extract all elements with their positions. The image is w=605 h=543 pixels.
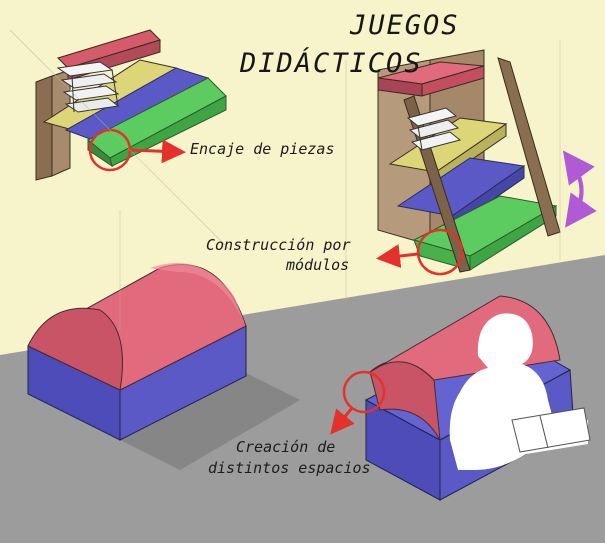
arch-module-right [364, 295, 591, 501]
construction-lines [9, 29, 561, 330]
rotation-arrow-icon [562, 150, 597, 228]
annotation-construccion-line-1: Construcción por [206, 236, 351, 254]
marker-creacion [330, 370, 386, 435]
arch-module-left [27, 262, 300, 470]
title-line-1: JUEGOS [350, 10, 460, 41]
marker-construccion [376, 228, 464, 276]
annotation-creacion-line-1: Creación de [236, 438, 336, 456]
shelf-unit-left [35, 29, 227, 181]
title-line-2: DIDÁCTICOS [240, 48, 423, 79]
annotation-encaje: Encaje de piezas [190, 140, 335, 158]
annotation-creacion-line-2: distintos espacios [208, 459, 371, 477]
ladder-shelf-right [377, 49, 561, 273]
annotation-construccion-line-2: módulos [286, 256, 350, 274]
